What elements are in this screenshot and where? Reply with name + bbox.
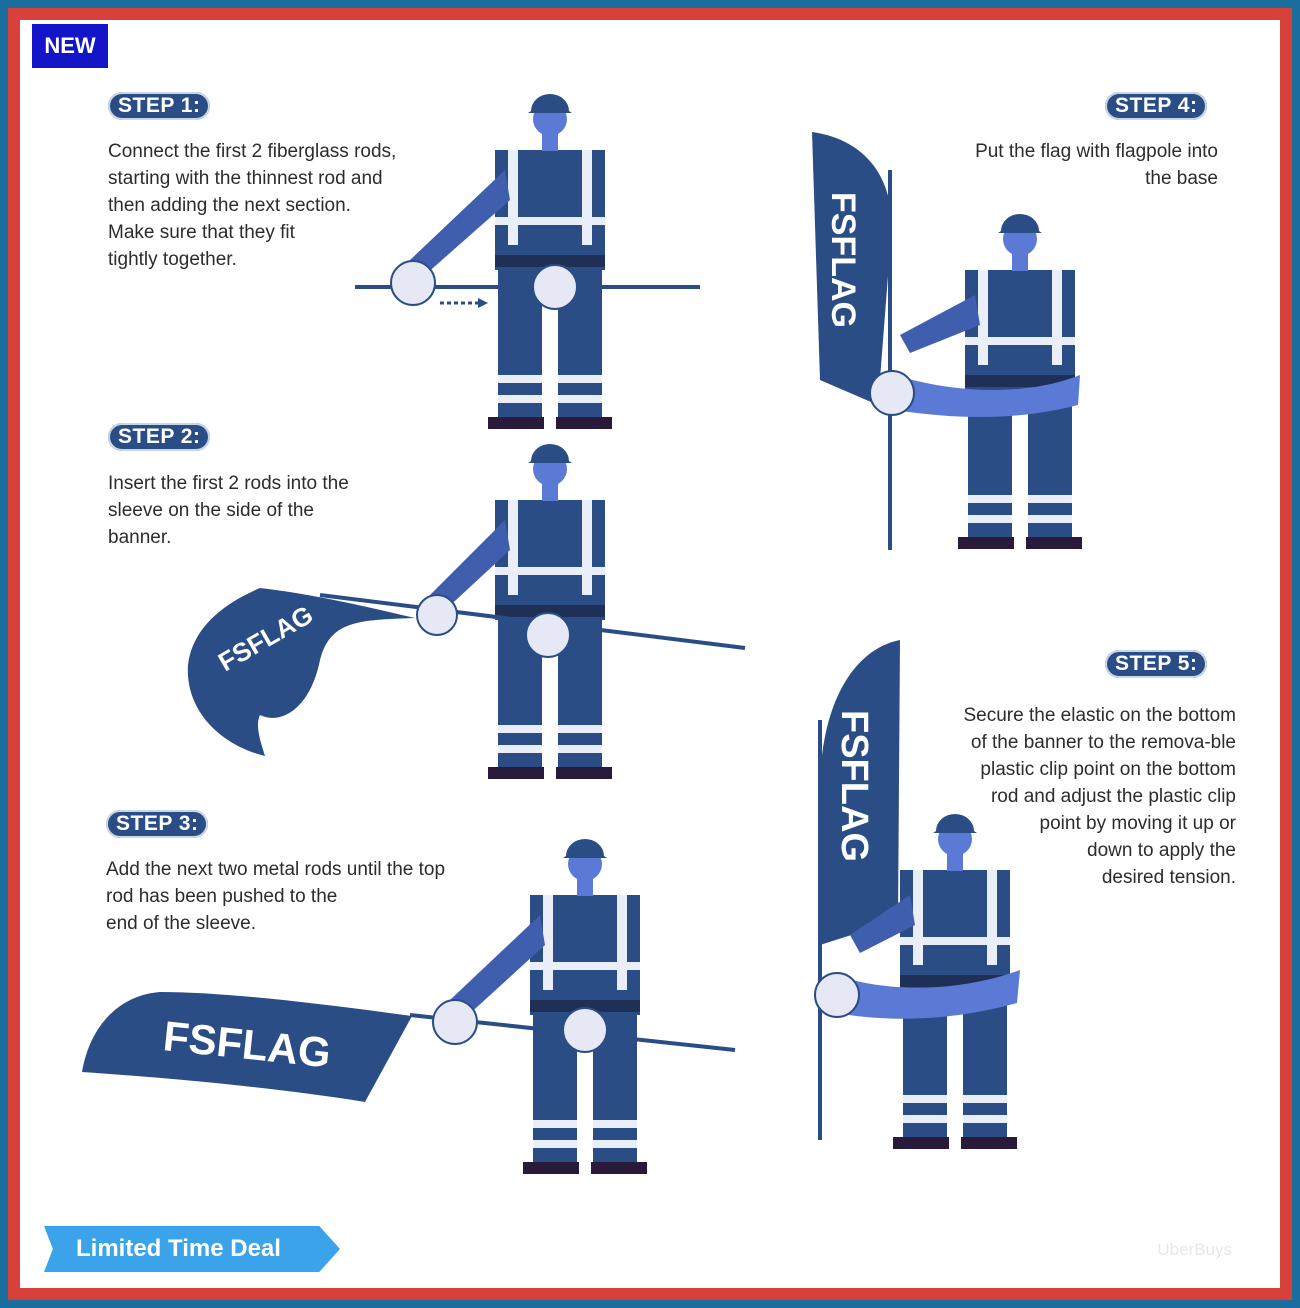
step-5-text: Secure the elastic on the bottom of the … bbox=[963, 705, 1237, 888]
watermark: UberBuys bbox=[1157, 1240, 1232, 1259]
flag-brand-step4: FSFLAG bbox=[824, 192, 862, 328]
step-2-label: STEP 2: bbox=[108, 423, 211, 451]
flag-brand-step5: FSFLAG bbox=[833, 710, 875, 862]
step-5-label: STEP 5: bbox=[1105, 650, 1208, 678]
instruction-canvas: FSFLAG FSFLAG FSFLAG FSFLAG NEW STEP 1: … bbox=[20, 20, 1280, 1288]
step-1-label: STEP 1: bbox=[108, 92, 211, 120]
limited-time-deal-badge[interactable]: Limited Time Deal bbox=[44, 1226, 340, 1272]
step-3-label: STEP 3: bbox=[106, 810, 209, 838]
step-3-text: Add the next two metal rods until the to… bbox=[106, 859, 446, 934]
step-2-text: Insert the first 2 rods into the sleeve … bbox=[108, 473, 349, 548]
step-1-text: Connect the first 2 fiberglass rods, sta… bbox=[108, 141, 397, 270]
illustration: FSFLAG FSFLAG FSFLAG FSFLAG bbox=[82, 94, 1082, 1174]
new-badge: NEW bbox=[32, 24, 108, 68]
step-4-text: Put the flag with flagpole into the base bbox=[975, 141, 1218, 189]
step-4-label: STEP 4: bbox=[1105, 92, 1208, 120]
